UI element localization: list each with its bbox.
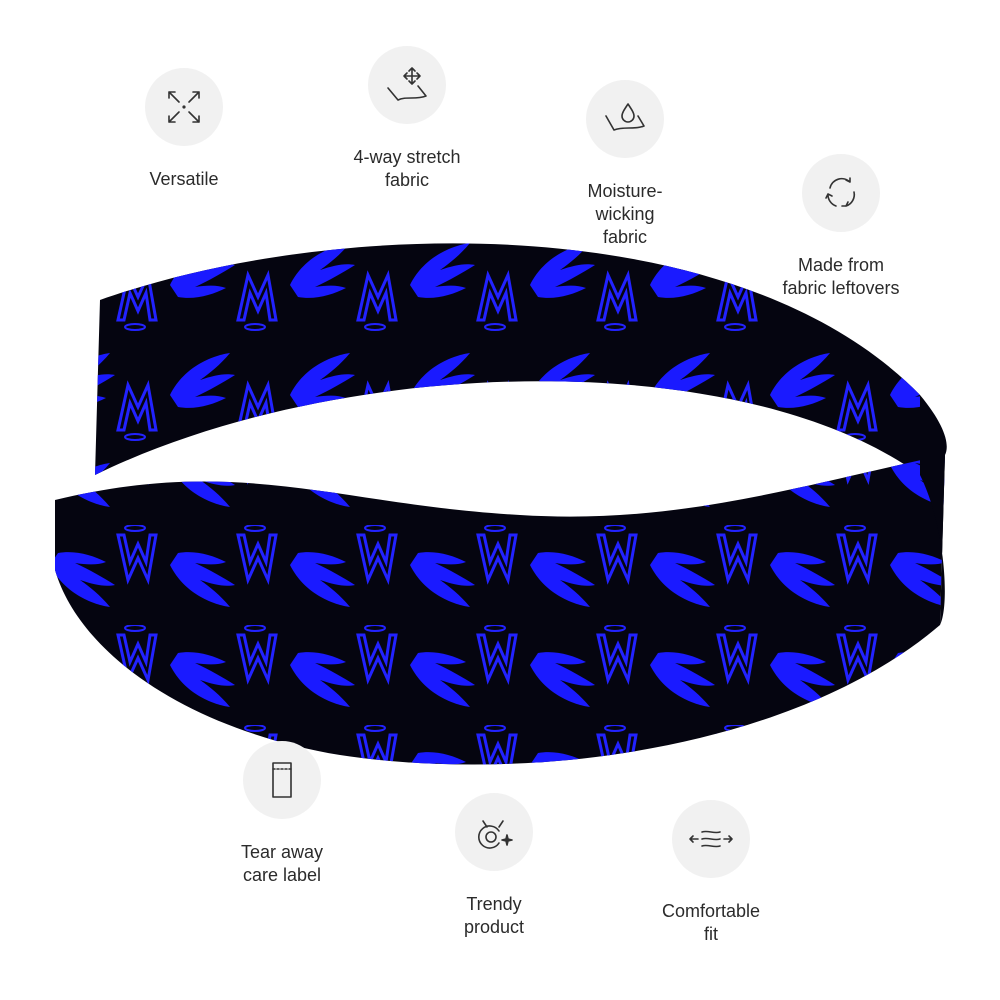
headband-product-image xyxy=(55,243,947,765)
feature-label: Comfortable fit xyxy=(661,901,761,944)
cat-sparkle-icon xyxy=(455,793,533,871)
feature-label: 4-way stretch fabric xyxy=(353,147,461,190)
recycle-icon xyxy=(802,154,880,232)
feature-label: Versatile xyxy=(149,169,219,189)
feature-label: Made from fabric leftovers xyxy=(782,255,900,298)
feature-label: Trendy product xyxy=(463,894,525,937)
feature-versatile: Versatile xyxy=(94,68,274,191)
feature-moisture: Moisture- wicking fabric xyxy=(535,80,715,249)
feature-label: Tear away care label xyxy=(240,842,324,885)
water-drop-fabric-icon xyxy=(586,80,664,158)
feature-trendy: Trendy product xyxy=(404,793,584,939)
arrows-out-icon xyxy=(145,68,223,146)
feature-tear: Tear away care label xyxy=(192,741,372,887)
feature-stretch: 4-way stretch fabric xyxy=(317,46,497,192)
feature-fit: Comfortable fit xyxy=(621,800,801,946)
feature-leftovers: Made from fabric leftovers xyxy=(751,154,931,300)
stretch-fabric-icon xyxy=(368,46,446,124)
comfort-fit-icon xyxy=(672,800,750,878)
care-label-icon xyxy=(243,741,321,819)
feature-label: Moisture- wicking fabric xyxy=(587,181,663,247)
